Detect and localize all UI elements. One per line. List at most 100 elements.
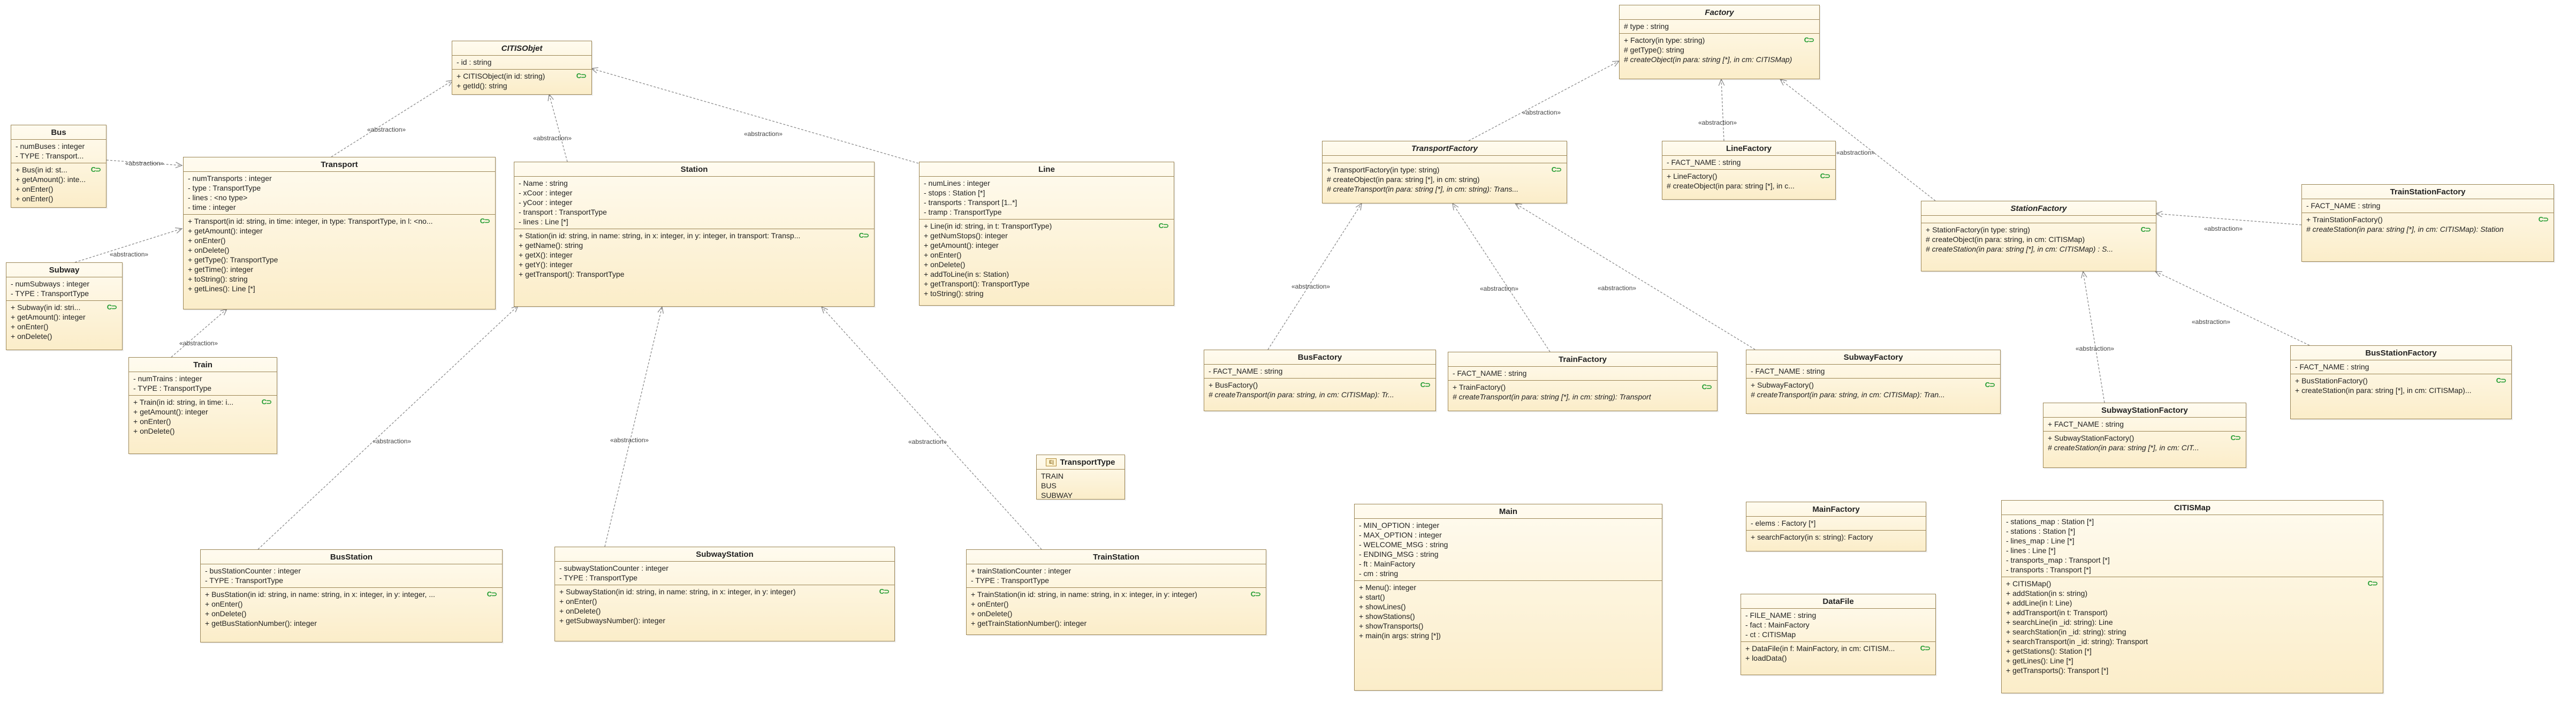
class-trainstation[interactable]: TrainStation + trainStationCounter : int… (966, 549, 1266, 635)
operation-row: + addStation(in s: string) (2006, 588, 2379, 598)
class-station[interactable]: Station - Name : string- xCoor : integer… (514, 162, 875, 307)
member-text: + onEnter() (971, 600, 1009, 608)
attribute-row: - FACT_NAME : string (1209, 366, 1431, 376)
operation-row: + getAmount(): inte... (16, 175, 102, 184)
member-text: - FACT_NAME : string (2295, 362, 2369, 371)
member-text: - numTransports : integer (188, 174, 272, 183)
member-text: + Train(in id: string, in time: i... (133, 398, 234, 406)
attributes-section: - numBuses : integer- TYPE : Transport..… (11, 140, 106, 163)
member-text: + addToLine(in s: Station) (924, 270, 1009, 278)
relation-label: «abstraction» (110, 251, 149, 258)
class-name: Train (129, 358, 277, 372)
arrowhead-icon (1612, 61, 1620, 67)
class-mainfactory[interactable]: MainFactory - elems : Factory [*] + sear… (1746, 502, 1926, 551)
operation-row: + onEnter() (188, 236, 491, 245)
operations-section: + SubwayStationFactory()C⊃# createStatio… (2043, 432, 2246, 455)
attribute-row: - MIN_OPTION : integer (1359, 520, 1658, 530)
member-text: - FACT_NAME : string (1667, 158, 1741, 167)
attributes-section: - Name : string- xCoor : integer- yCoor … (514, 177, 874, 229)
operations-section: + searchFactory(in s: string): Factory (1746, 531, 1926, 544)
class-transport[interactable]: Transport - numTransports : integer- typ… (183, 157, 496, 309)
member-text: BUS (1041, 481, 1057, 490)
member-text: - lines : <no type> (188, 193, 248, 202)
class-main[interactable]: Main - MIN_OPTION : integer- MAX_OPTION … (1354, 504, 1662, 691)
attribute-row: - tramp : TransportType (924, 207, 1169, 217)
member-text: SUBWAY (1041, 491, 1073, 500)
relation-label: «abstraction» (1698, 119, 1737, 126)
class-subwaystationfactory[interactable]: SubwayStationFactory + FACT_NAME : strin… (2043, 403, 2246, 468)
attribute-row: - ft : MainFactory (1359, 559, 1658, 569)
abstraction-edge-busstation-to-station (257, 305, 519, 550)
member-text: + getName(): string (519, 241, 583, 250)
constructor-icon: C⊃ (1250, 590, 1261, 598)
class-stationfactory[interactable]: StationFactory + StationFactory(in type:… (1921, 201, 2156, 271)
attribute-row: - FACT_NAME : string (1751, 366, 1996, 376)
operation-row: # createStation(in para: string [*], in … (2048, 443, 2241, 452)
operation-row: # createTransport(in para: string, in cm… (1751, 390, 1996, 399)
operations-section: + Train(in id: string, in time: i...C⊃+ … (129, 396, 277, 438)
member-text: + BusStationFactory() (2295, 376, 2368, 385)
operation-row: # createStation(in para: string [*], in … (2306, 224, 2549, 234)
member-text: + onDelete() (205, 609, 247, 618)
class-subway[interactable]: Subway - numSubways : integer- TYPE : Tr… (6, 262, 123, 350)
member-text: - busStationCounter : integer (205, 566, 301, 575)
relation-label: «abstraction» (179, 339, 218, 347)
member-text: + createStation(in para: string [*], in … (2295, 386, 2472, 395)
attributes-section: - numSubways : integer- TYPE : Transport… (6, 277, 122, 301)
constructor-icon: C⊃ (1920, 644, 1931, 652)
class-citisobject[interactable]: CITISObjet - id : string + CITISObject(i… (452, 41, 592, 95)
attribute-row: - FILE_NAME : string (1745, 610, 1931, 620)
constructor-icon: C⊃ (487, 590, 497, 598)
relation-label: «abstraction» (744, 130, 783, 138)
class-factory[interactable]: Factory # type : string + Factory(in typ… (1619, 5, 1820, 79)
operations-section: + Transport(in id: string, in time: inte… (184, 215, 495, 296)
class-transportfactory[interactable]: TransportFactory + TransportFactory(in t… (1322, 141, 1567, 203)
member-text: + searchStation(in _id: string): string (2006, 628, 2126, 636)
operation-row: + getX(): integer (519, 250, 870, 260)
member-text: # createTransport(in para: string, in cm… (1751, 390, 1945, 399)
operation-row: + onDelete() (188, 245, 491, 255)
member-text: + getType(): TransportType (188, 255, 278, 264)
operation-row: + TrainStationFactory()C⊃ (2306, 215, 2549, 224)
member-text: - numBuses : integer (16, 142, 85, 150)
relation-label: «abstraction» (2192, 318, 2231, 326)
attributes-section: - id : string (452, 56, 591, 70)
class-subwayfactory[interactable]: SubwayFactory - FACT_NAME : string + Sub… (1746, 350, 2001, 414)
class-train[interactable]: Train - numTrains : integer- TYPE : Tran… (128, 357, 277, 454)
attribute-row: - subwayStationCounter : integer (559, 563, 890, 573)
attributes-section: - FILE_NAME : string- fact : MainFactory… (1741, 609, 1935, 642)
class-citismap[interactable]: CITISMap - stations_map : Station [*]- s… (2001, 500, 2383, 693)
member-text: + Line(in id: string, in t: TransportTyp… (924, 222, 1052, 230)
member-text: + getTransport(): TransportType (519, 270, 625, 278)
class-trainfactory[interactable]: TrainFactory - FACT_NAME : string + Trai… (1448, 352, 1718, 411)
class-name: Line (920, 162, 1174, 177)
attributes-section (1323, 156, 1567, 163)
class-linefactory[interactable]: LineFactory - FACT_NAME : string + LineF… (1662, 141, 1836, 200)
class-busstationfactory[interactable]: BusStationFactory - FACT_NAME : string +… (2290, 345, 2512, 419)
member-text: - TYPE : TransportType (971, 576, 1050, 585)
class-line[interactable]: Line - numLines : integer- stops : Stati… (919, 162, 1174, 306)
member-text: + SubwayFactory() (1751, 381, 1814, 389)
member-text: - MAX_OPTION : integer (1359, 531, 1442, 539)
attribute-row: - WELCOME_MSG : string (1359, 540, 1658, 549)
member-text: + onDelete() (971, 609, 1013, 618)
member-text: + SubwayStation(in id: string, in name: … (559, 587, 796, 596)
class-datafile[interactable]: DataFile - FILE_NAME : string- fact : Ma… (1741, 594, 1936, 675)
operation-row: + getStations(): Station [*] (2006, 646, 2379, 656)
class-subwaystation[interactable]: SubwayStation - subwayStationCounter : i… (554, 547, 895, 641)
member-text: + getAmount(): integer (11, 313, 86, 321)
member-text: - id : string (457, 58, 492, 66)
arrowhead-icon (2154, 271, 2163, 277)
class-bus[interactable]: Bus - numBuses : integer- TYPE : Transpo… (11, 125, 107, 208)
member-text: - time : integer (188, 203, 236, 211)
operation-row: + TrainStation(in id: string, in name: s… (971, 589, 1262, 599)
class-busfactory[interactable]: BusFactory - FACT_NAME : string + BusFac… (1204, 350, 1436, 411)
member-text: + Bus(in id: st... (16, 165, 67, 174)
attributes-section: - FACT_NAME : string (1448, 367, 1717, 381)
class-trainstationfactory[interactable]: TrainStationFactory - FACT_NAME : string… (2301, 184, 2554, 262)
operation-row: + onDelete() (971, 609, 1262, 618)
class-busstation[interactable]: BusStation - busStationCounter : integer… (200, 549, 503, 642)
operation-row: + getSubwaysNumber(): integer (559, 616, 890, 625)
operation-row: + getTransport(): TransportType (924, 279, 1169, 289)
